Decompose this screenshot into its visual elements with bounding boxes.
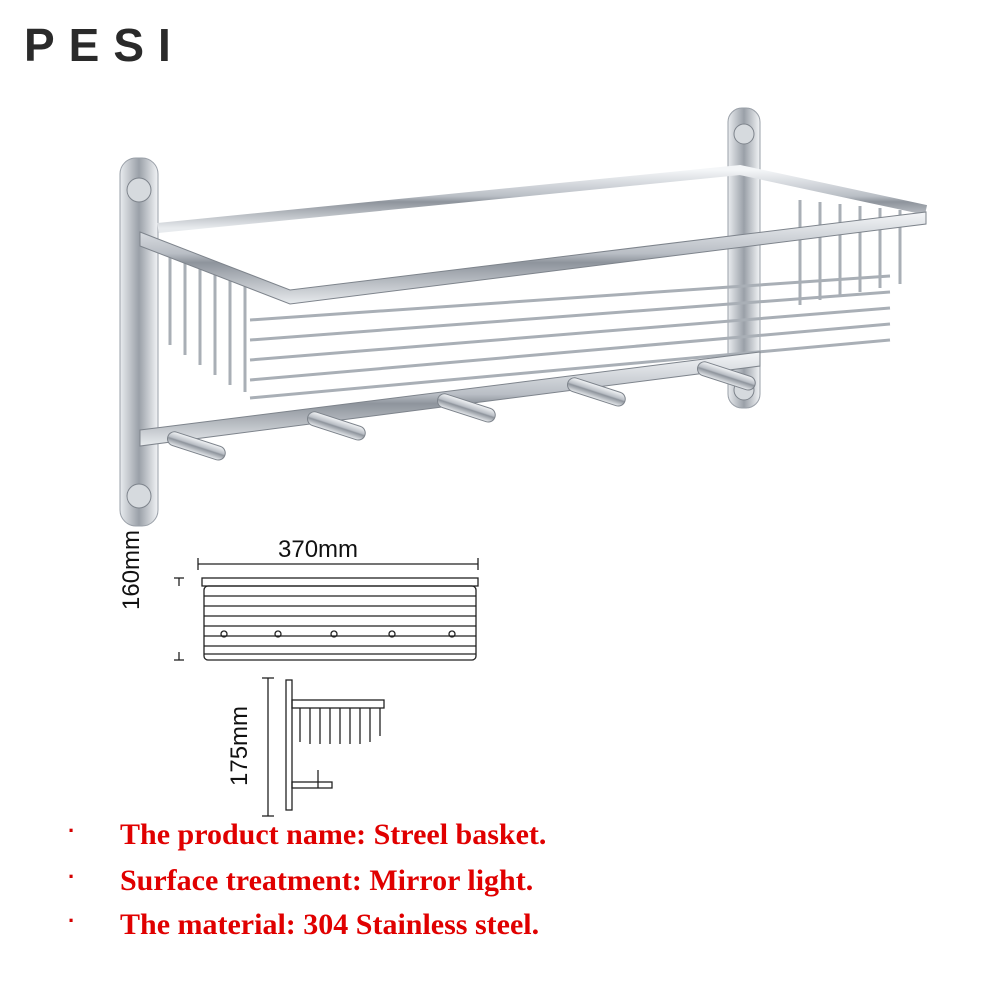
- spec-product-name: · The product name: Streel basket.: [60, 818, 960, 862]
- brand-logo: PESI: [24, 19, 185, 71]
- spec-text: The product name: Streel basket.: [120, 818, 547, 851]
- bullet: ·: [68, 818, 76, 843]
- spec-material: · The material: 304 Stainless steel.: [60, 908, 960, 952]
- basket-front-rim: [139, 211, 927, 305]
- right-wall-bracket: [727, 107, 761, 409]
- bullet: ·: [68, 864, 76, 889]
- spec-surface-treatment: · Surface treatment: Mirror light.: [60, 864, 960, 908]
- left-wall-bracket: [119, 157, 159, 527]
- dimension-drawing: [174, 558, 479, 817]
- hooks: [166, 361, 756, 461]
- product-image: [119, 107, 928, 527]
- spec-text: The material: 304 Stainless steel.: [120, 908, 540, 941]
- dimension-diagram: 370mm 160mm 175mm: [118, 530, 510, 830]
- dimension-width: 370mm: [278, 536, 359, 563]
- spec-text: Surface treatment: Mirror light.: [120, 864, 534, 897]
- basket-wires: [168, 200, 902, 400]
- bullet: ·: [68, 908, 76, 933]
